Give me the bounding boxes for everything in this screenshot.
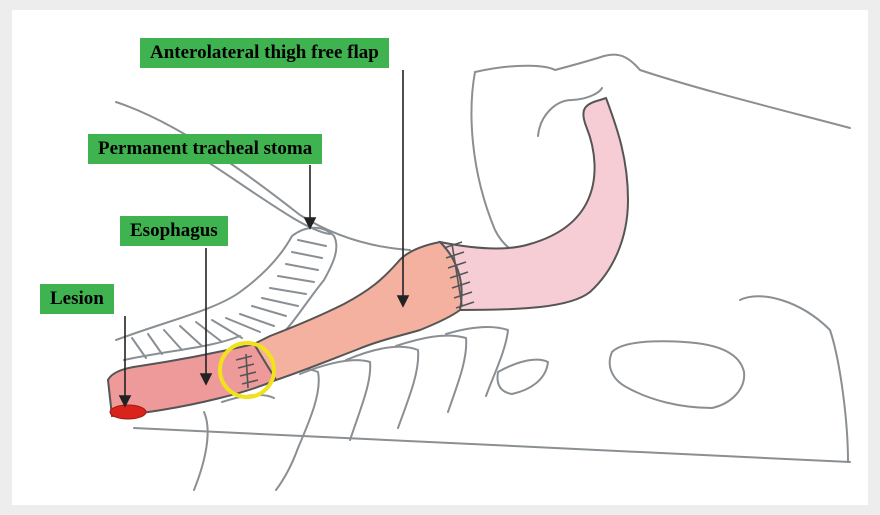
- vertebra-6: [498, 360, 548, 394]
- label-lesion: Lesion: [40, 284, 114, 314]
- label-stoma: Permanent tracheal stoma: [88, 134, 322, 164]
- face-outline: [475, 55, 850, 128]
- lesion-marker: [110, 405, 146, 419]
- skull-base: [740, 296, 848, 462]
- vertebra-7: [194, 412, 208, 490]
- label-flap: Anterolateral thigh free flap: [140, 38, 389, 68]
- occipital-shape: [610, 341, 744, 408]
- vertebra-2: [300, 360, 370, 440]
- neck-base-line: [134, 428, 850, 462]
- label-esophagus: Esophagus: [120, 216, 228, 246]
- jaw-line: [472, 72, 556, 257]
- vertebra-3: [346, 347, 418, 428]
- flap-upper-segment: [440, 98, 628, 310]
